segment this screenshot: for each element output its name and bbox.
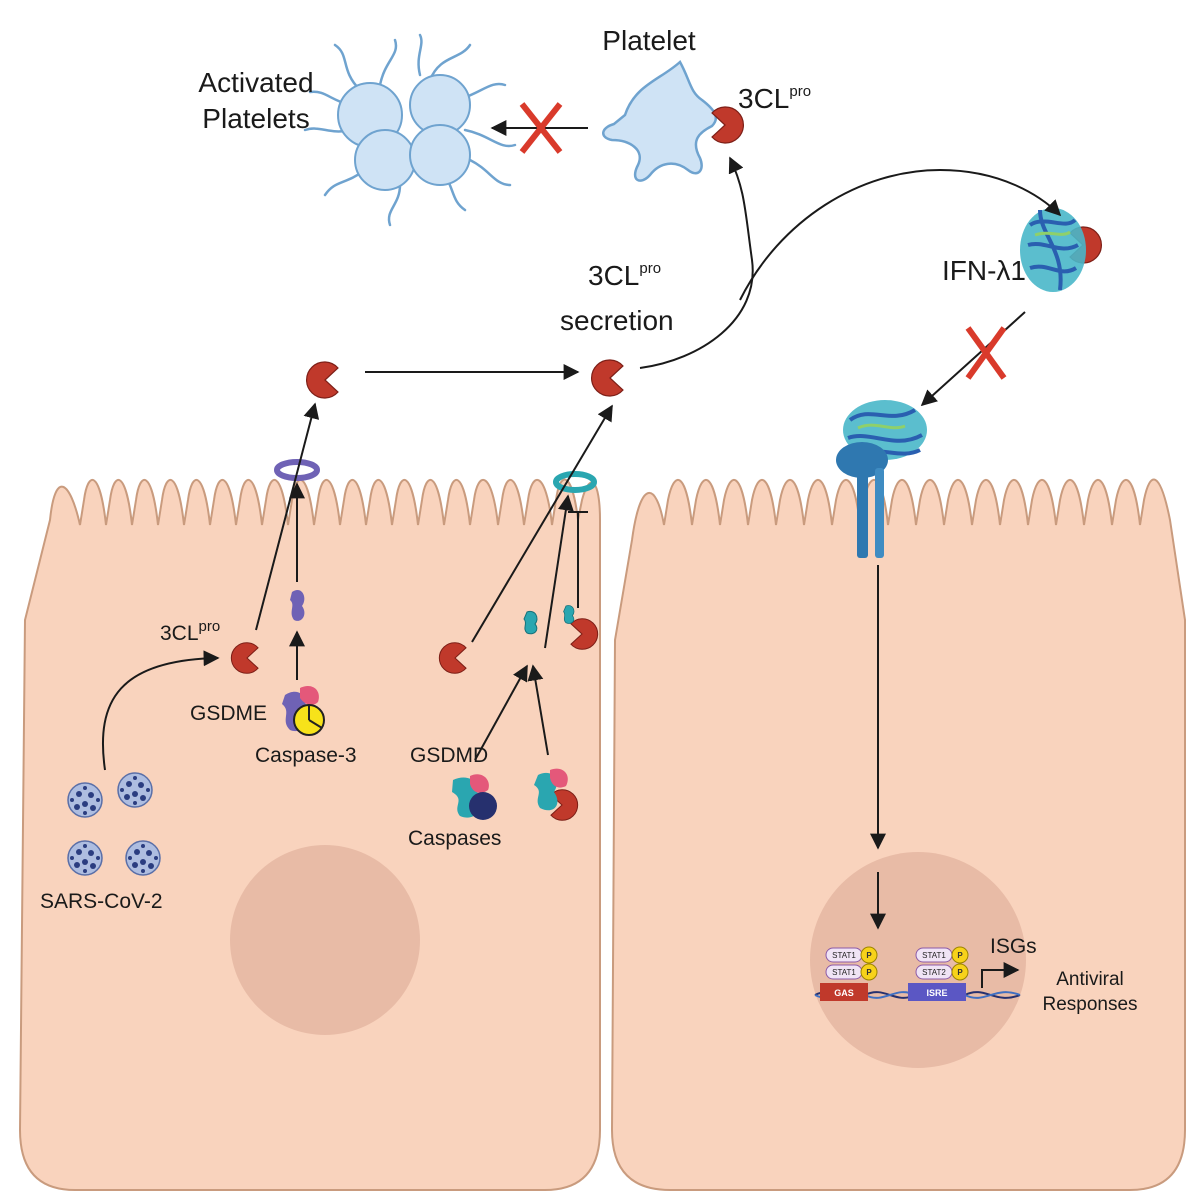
gsdmd-protease-complex [534, 768, 568, 811]
caspases-label: Caspases [408, 827, 501, 850]
activated-platelets-label-2: Platelets [202, 103, 309, 134]
secretion-label-protease: 3CLpro [588, 260, 661, 291]
arrows [101, 120, 1062, 930]
gas-label: GAS [834, 988, 854, 998]
protease-secretion-arrow [471, 404, 613, 643]
transcription-start-arrow [981, 962, 1020, 988]
isre-element [908, 983, 966, 1001]
protease-released-left [305, 361, 339, 399]
caspase3-label: Caspase-3 [255, 744, 357, 767]
gas-element [820, 983, 868, 1001]
sars-cov-2-label: SARS-CoV-2 [40, 890, 163, 913]
gsdmd-caspase-complex [452, 774, 497, 820]
left-epithelial-cell [18, 478, 601, 1191]
antiviral-label-2: Responses [1042, 994, 1137, 1015]
platelet-label: Platelet [602, 25, 696, 56]
gsdme-pore [274, 459, 320, 481]
platelet [602, 60, 718, 182]
virus-to-protease-arrow [101, 650, 220, 771]
gsdme-caspase3-complex [282, 685, 325, 736]
gsdmd-pore [553, 471, 597, 493]
svg-text:P: P [866, 968, 872, 977]
gsdmd-protease-arrow [527, 664, 549, 756]
protease-release-arrow [255, 402, 320, 631]
svg-text:P: P [957, 951, 963, 960]
svg-text:STAT1: STAT1 [922, 951, 946, 960]
activated-platelets-label-1: Activated [198, 67, 313, 98]
stat-dimer-isre: STAT1 STAT2 P P [915, 946, 969, 981]
isre-label: ISRE [926, 988, 947, 998]
inhibition-x-ifn [965, 326, 1007, 380]
activated-platelets-cluster [303, 33, 517, 227]
svg-text:STAT1: STAT1 [832, 968, 856, 977]
gsdmd-label: GSDMD [410, 744, 488, 767]
left-nucleus [230, 845, 420, 1035]
gsdmd-fragment-2 [563, 605, 575, 624]
svg-text:STAT2: STAT2 [922, 968, 946, 977]
isgs-label: ISGs [990, 935, 1037, 958]
ifn-label: IFN-λ1 [942, 255, 1026, 286]
protease-top-label: 3CLpro [738, 83, 811, 114]
gsdmd-fragment-1 [523, 610, 538, 635]
ifn-receptor [836, 442, 888, 558]
protease-cell-label: 3CLpro [160, 618, 220, 645]
svg-text:P: P [866, 951, 872, 960]
secretion-to-platelet-arrow [639, 156, 754, 369]
secretion-label-text: secretion [560, 305, 674, 336]
secretion-to-ifn-arrow [739, 168, 1062, 301]
gsdme-fragment [290, 590, 305, 621]
protease-secreted [590, 359, 624, 397]
ifn-lambda1-protein [1020, 208, 1086, 292]
ifn-to-receptor-arrow [920, 311, 1026, 407]
gsdme-label: GSDME [190, 702, 267, 725]
gsdmd-caspase-arrow [474, 664, 528, 761]
stat-dimer-gas: STAT1 STAT1 P P [825, 946, 878, 981]
right-epithelial-cell [610, 478, 1186, 1191]
svg-text:STAT1: STAT1 [832, 951, 856, 960]
antiviral-label-1: Antiviral [1056, 969, 1124, 990]
gsdmd-pore-arrow [544, 494, 574, 649]
inhibition-x-platelet [519, 102, 563, 154]
svg-text:P: P [957, 968, 963, 977]
